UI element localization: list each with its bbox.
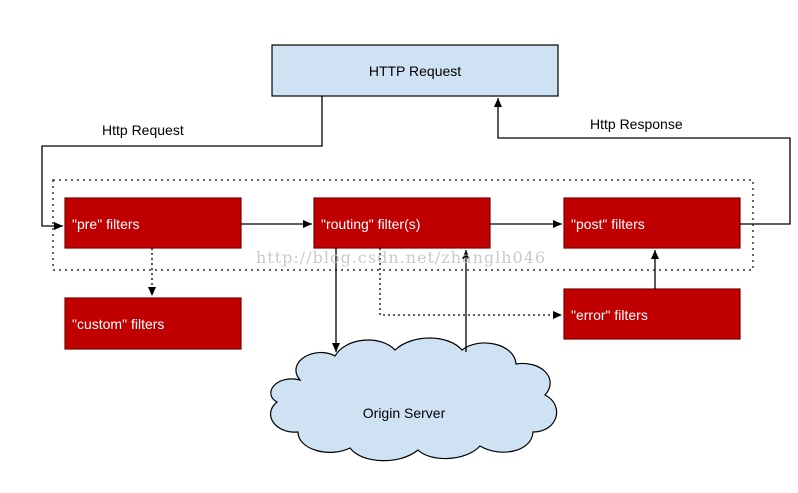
error-filters-node: "error" filters — [563, 288, 741, 340]
custom-filters-node: "custom" filters — [64, 297, 242, 350]
routing-filters-label: "routing" filter(s) — [321, 216, 420, 232]
http-request-label: HTTP Request — [369, 63, 461, 79]
post-filters-label: "post" filters — [571, 216, 645, 232]
routing-filters-node: "routing" filter(s) — [313, 197, 491, 249]
pre-filters-label: "pre" filters — [72, 216, 140, 232]
edge-label-http-response: Http Response — [590, 116, 683, 132]
post-filters-node: "post" filters — [563, 197, 741, 249]
edge-routing-to-error — [379, 248, 562, 319]
edge-post-to-response — [494, 98, 791, 225]
custom-filters-label: "custom" filters — [72, 316, 164, 332]
edge-request-to-pre — [41, 96, 323, 230]
pre-filters-node: "pre" filters — [64, 197, 242, 249]
watermark-text: http://blog.csdn.net/zhanglh046 — [256, 248, 546, 267]
http-request-node: HTTP Request — [271, 44, 559, 97]
edge-label-http-request: Http Request — [102, 122, 184, 138]
origin-server-cloud: Origin Server — [270, 337, 558, 462]
error-filters-label: "error" filters — [571, 307, 648, 323]
filter-pipeline-boundary — [52, 179, 754, 271]
origin-server-label: Origin Server — [363, 405, 446, 421]
